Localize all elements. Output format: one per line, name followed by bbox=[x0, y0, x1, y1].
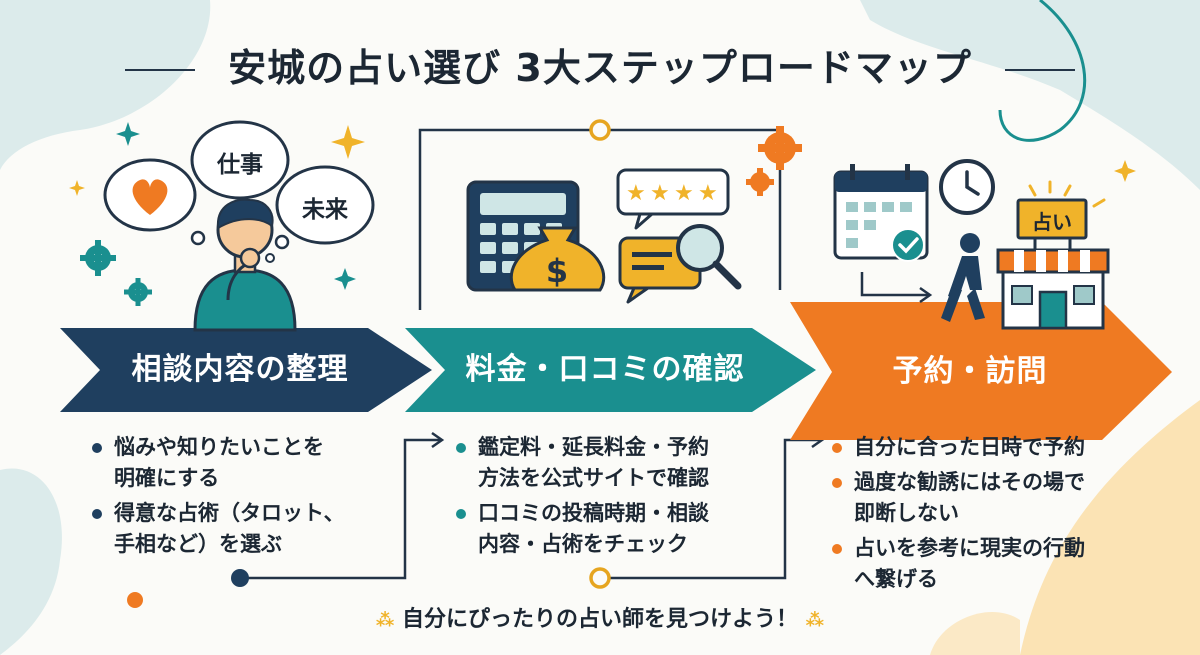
bullet-dot bbox=[456, 509, 466, 519]
bullet-line: 鑑定料・延長料金・予約 bbox=[478, 435, 709, 459]
check-icon bbox=[891, 228, 925, 262]
magnifier-icon bbox=[676, 224, 742, 290]
svg-text:★: ★ bbox=[674, 181, 694, 206]
walking-person-icon bbox=[941, 233, 985, 322]
bullet-line: 手相など）を選ぶ bbox=[114, 532, 282, 556]
bullet-line: 悩みや知りたいことを bbox=[114, 435, 324, 459]
bullet-line: 内容・占術をチェック bbox=[478, 532, 688, 556]
step-3-bullets: 自分に合った日時で予約 過度な勧誘にはその場で 即断しない 占いを参考に現実の行… bbox=[828, 432, 1158, 599]
title-line-right bbox=[1005, 69, 1075, 71]
step-1-label: 相談内容の整理 bbox=[131, 352, 349, 387]
sparkle-icon bbox=[69, 180, 85, 196]
step-3-arrow bbox=[790, 302, 1172, 440]
step-1-bullets: 悩みや知りたいことを 明確にする 得意な占術（タロット、 手相など）を選ぶ bbox=[88, 432, 408, 564]
heart-icon bbox=[132, 179, 168, 215]
sparkle-icon: ⁂ bbox=[805, 610, 825, 631]
review-bubble-icon: ★★★★ bbox=[616, 168, 730, 230]
bullet-dot bbox=[832, 443, 842, 453]
bullet-line: 即断しない bbox=[854, 501, 959, 525]
step-1-arrow bbox=[60, 328, 432, 412]
sparkle-icon bbox=[334, 268, 356, 290]
sparkle-icon: ⁂ bbox=[375, 610, 395, 631]
bullet-dot bbox=[92, 443, 102, 453]
step-3-bullet-2: 過度な勧誘にはその場で 即断しない bbox=[828, 467, 1158, 529]
thought-bubble-future: 未来 bbox=[302, 197, 348, 223]
step-1-bullet-2: 得意な占術（タロット、 手相など）を選ぶ bbox=[88, 498, 408, 560]
step-2-bullet-1: 鑑定料・延長料金・予約 方法を公式サイトで確認 bbox=[452, 432, 782, 494]
svg-text:★: ★ bbox=[626, 181, 646, 206]
bullet-line: 方法を公式サイトで確認 bbox=[478, 466, 709, 490]
shop-icon bbox=[996, 198, 1110, 330]
bullet-dot bbox=[92, 509, 102, 519]
step-2-arrow bbox=[405, 328, 816, 412]
gear-icon bbox=[758, 126, 802, 170]
bullet-line: へ繋げる bbox=[854, 567, 938, 591]
footer-text: 自分にぴったりの占い師を見つけよう！ bbox=[401, 607, 798, 632]
bullet-dot bbox=[832, 478, 842, 488]
bullet-line: 口コミの投稿時期・相談 bbox=[478, 501, 709, 525]
sparkle-icon bbox=[331, 125, 365, 159]
bullet-line: 過度な勧誘にはその場で bbox=[854, 470, 1085, 494]
bullet-line: 得意な占術（タロット、 bbox=[114, 501, 345, 525]
page-title: 安城の占い選び 3大ステップロードマップ bbox=[228, 46, 972, 90]
step-1-bullet-1: 悩みや知りたいことを 明確にする bbox=[88, 432, 408, 494]
title-row: 安城の占い選び 3大ステップロードマップ bbox=[0, 38, 1200, 98]
money-bag-icon: $ bbox=[509, 226, 606, 292]
clock-icon bbox=[939, 159, 995, 215]
bullet-line: 占いを参考に現実の行動 bbox=[854, 536, 1085, 560]
gear-icon bbox=[124, 278, 152, 306]
step-2-bullet-2: 口コミの投稿時期・相談 内容・占術をチェック bbox=[452, 498, 782, 560]
svg-text:★: ★ bbox=[698, 181, 718, 206]
bullet-line: 自分に合った日時で予約 bbox=[854, 435, 1085, 459]
shop-sign: 占い bbox=[1032, 210, 1072, 234]
step-2-label: 料金・口コミの確認 bbox=[465, 352, 745, 387]
svg-text:★: ★ bbox=[650, 181, 670, 206]
sparkle-icon bbox=[116, 122, 140, 146]
sparkle-icon bbox=[1114, 160, 1136, 182]
step-3-label: 予約・訪問 bbox=[892, 354, 1048, 389]
thought-bubble-work: 仕事 bbox=[217, 152, 263, 178]
bullet-dot bbox=[456, 443, 466, 453]
gear-icon bbox=[746, 168, 774, 196]
gear-icon bbox=[80, 240, 116, 276]
step-3-bullet-1: 自分に合った日時で予約 bbox=[828, 432, 1158, 463]
footer-message: ⁂ 自分にぴったりの占い師を見つけよう！ ⁂ bbox=[0, 601, 1200, 633]
svg-text:$: $ bbox=[546, 252, 568, 290]
bullet-line: 明確にする bbox=[114, 466, 220, 490]
title-line-left bbox=[125, 69, 195, 71]
step-3-bullet-3: 占いを参考に現実の行動 へ繋げる bbox=[828, 533, 1158, 595]
step-2-bullets: 鑑定料・延長料金・予約 方法を公式サイトで確認 口コミの投稿時期・相談 内容・占… bbox=[452, 432, 782, 564]
bullet-dot bbox=[832, 544, 842, 554]
